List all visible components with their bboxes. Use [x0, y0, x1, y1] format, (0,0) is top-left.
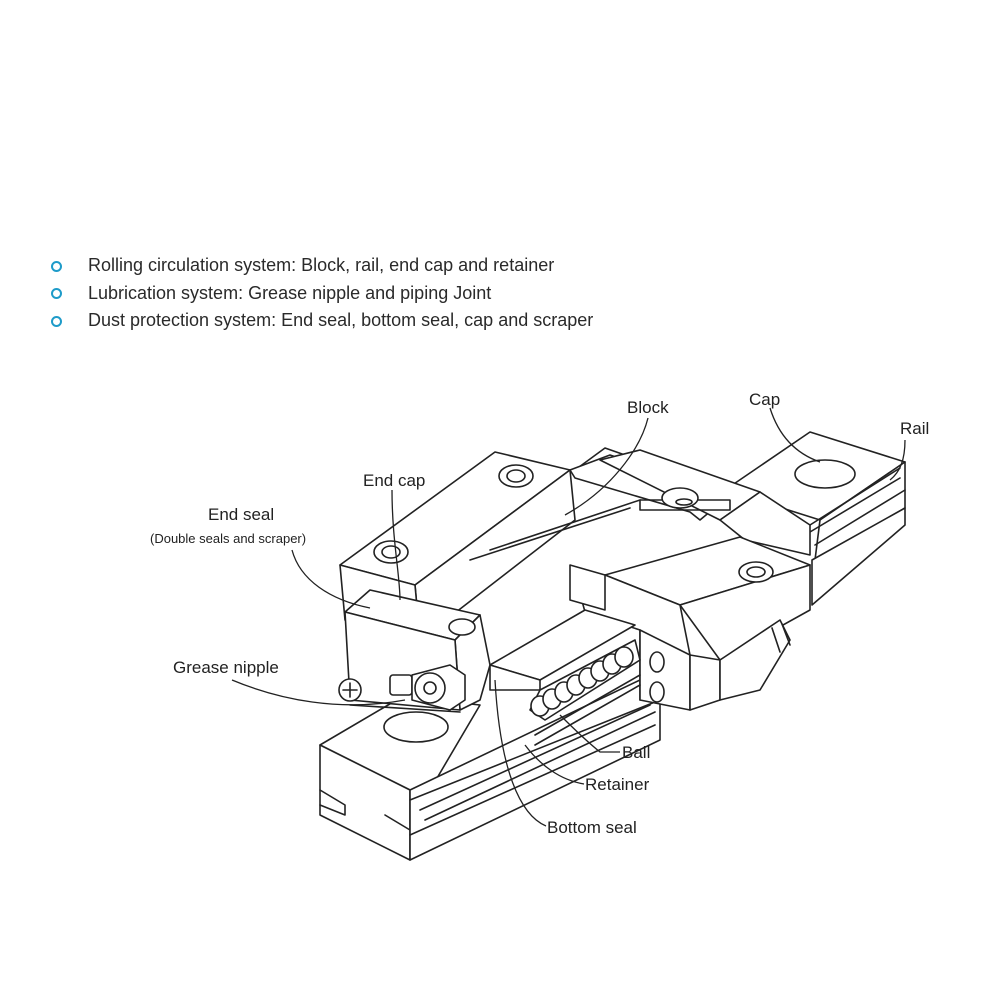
- leader-ball: [559, 714, 620, 753]
- label-ball: Ball: [622, 743, 650, 762]
- ball-row: [530, 646, 634, 717]
- label-bottom-seal: Bottom seal: [547, 818, 637, 837]
- leader-end-seal: [291, 549, 371, 609]
- bullet-circle-icon: [51, 260, 62, 272]
- leader-grease-nipple: [231, 679, 406, 706]
- label-end-cap: End cap: [363, 471, 425, 490]
- label-rail: Rail: [900, 419, 929, 438]
- rail-bolt-hole: [383, 711, 449, 743]
- ball: [614, 646, 634, 668]
- feature-item-text: Rolling circulation system: Block, rail,…: [88, 255, 555, 275]
- leader-block: [564, 417, 649, 516]
- leader-retainer: [524, 744, 585, 785]
- leader-cap: [769, 407, 821, 463]
- block-side-port: [649, 651, 665, 673]
- label-end-seal-note: (Double seals and scraper): [150, 531, 306, 546]
- feature-item-text: Dust protection system: End seal, bottom…: [88, 310, 594, 330]
- rail-bolt-hole: [794, 459, 856, 489]
- leader-rail: [889, 439, 906, 481]
- feature-item-lubrication: Lubrication system: Grease nipple and pi…: [50, 280, 593, 308]
- label-retainer: Retainer: [585, 775, 650, 794]
- block-bolt-hole-inner: [746, 566, 766, 578]
- end-cap-hole: [448, 618, 476, 636]
- retainer-band: [534, 674, 641, 746]
- block-bolt-hole-inner: [381, 545, 401, 559]
- block-side-port: [649, 681, 665, 703]
- label-end-seal: End seal: [208, 505, 274, 524]
- feature-list: Rolling circulation system: Block, rail,…: [50, 252, 593, 335]
- callout-labels: Block Cap Rail End cap End seal (Double …: [150, 390, 929, 837]
- grease-port-slot: [675, 498, 693, 506]
- leader-lines: [231, 407, 906, 827]
- label-cap: Cap: [749, 390, 780, 409]
- grease-nipple: [389, 664, 466, 711]
- block-bolt-hole-inner: [506, 469, 526, 483]
- label-block: Block: [627, 398, 669, 417]
- feature-item-rolling: Rolling circulation system: Block, rail,…: [50, 252, 593, 280]
- bullet-circle-icon: [51, 315, 62, 327]
- feature-item-text: Lubrication system: Grease nipple and pi…: [88, 282, 492, 303]
- leader-bottom-seal: [494, 679, 547, 827]
- label-grease-nipple: Grease nipple: [173, 658, 279, 677]
- bullet-circle-icon: [51, 288, 62, 299]
- leader-end-cap: [391, 489, 401, 601]
- feature-item-dust-protection: Dust protection system: End seal, bottom…: [50, 307, 593, 335]
